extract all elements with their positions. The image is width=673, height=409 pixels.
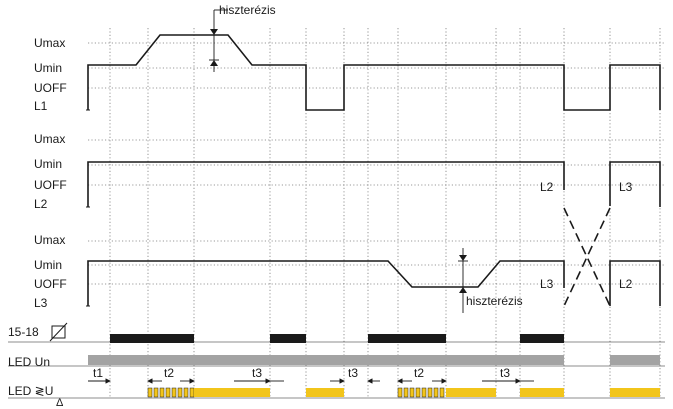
- phase-swap-cross: [563, 207, 611, 307]
- relay-bar: [520, 334, 564, 343]
- led-u-label: LED ≷U: [8, 384, 53, 398]
- timer-label: t3: [348, 366, 358, 380]
- timer-t3: t3: [330, 366, 380, 384]
- led-un-row: LED Un: [8, 355, 665, 369]
- led-un-bar: [88, 355, 564, 365]
- signal-l1: [87, 34, 661, 111]
- timer-t3: t3: [234, 366, 284, 384]
- hysteresis-label-top: hiszterézis: [219, 3, 276, 17]
- timer-label: t3: [500, 366, 510, 380]
- phase-label-l2: L2: [619, 277, 633, 291]
- led-u-sublabel: Δ: [56, 397, 64, 409]
- led-u-bar: [194, 388, 270, 397]
- phase-label-l2: L2: [540, 180, 554, 194]
- timer-label: t2: [164, 366, 174, 380]
- relay-bar: [110, 334, 194, 343]
- hysteresis-label-bottom: hiszterézis: [466, 294, 523, 308]
- panel-l2: Umax Umin UOFF L2 L2 L3: [34, 132, 665, 211]
- level-label-uoff: UOFF: [34, 277, 67, 291]
- level-label-umin: Umin: [34, 61, 62, 75]
- level-label-umin: Umin: [34, 258, 62, 272]
- phase-label-l3: L3: [619, 180, 633, 194]
- level-label-umin: Umin: [34, 157, 62, 171]
- relay-bar: [368, 334, 446, 343]
- led-u-flashing: [397, 387, 445, 398]
- arrow-up-icon: [459, 287, 467, 293]
- level-label-umax: Umax: [34, 36, 65, 50]
- relay-coil-icon: [49, 322, 68, 342]
- led-u-bar: [306, 388, 344, 397]
- timer-t3: t3: [482, 366, 534, 384]
- level-label-umax: Umax: [34, 132, 65, 146]
- relay-bar: [270, 334, 306, 343]
- led-u-bar: [446, 388, 496, 397]
- signal-l3: [87, 260, 565, 306]
- timer-t2: t2: [147, 366, 195, 384]
- timer-t2: t2: [397, 366, 447, 384]
- relay-label: 15-18: [8, 325, 39, 339]
- phase-label-l3: L3: [540, 277, 554, 291]
- level-label-umax: Umax: [34, 233, 65, 247]
- arrow-down-icon: [210, 29, 218, 35]
- led-un-bar: [610, 355, 660, 365]
- panel-l3: Umax Umin UOFF L3 L3 L2 hiszterézis: [34, 233, 665, 313]
- level-label-uoff: UOFF: [34, 178, 67, 192]
- signal-l2: [87, 161, 565, 207]
- timer-label: t3: [252, 366, 262, 380]
- led-u-bar: [610, 388, 660, 397]
- led-u-flashing: [147, 387, 195, 398]
- panel-l1: Umax Umin UOFF L1 hiszterézis: [34, 3, 665, 113]
- led-u-bar: [520, 388, 564, 397]
- level-label-phase: L1: [34, 99, 48, 113]
- led-u-row: LED ≷U Δ: [8, 366, 665, 409]
- level-label-uoff: UOFF: [34, 81, 67, 95]
- level-label-phase: L3: [34, 296, 48, 310]
- level-label-phase: L2: [34, 197, 48, 211]
- timer-label: t2: [414, 366, 424, 380]
- timer-t1: t1: [88, 366, 111, 384]
- arrow-down-icon: [459, 255, 467, 261]
- relay-row: 15-18: [8, 322, 665, 343]
- timer-label: t1: [93, 366, 103, 380]
- panel-baselines: [86, 109, 90, 307]
- led-un-label: LED Un: [8, 355, 50, 369]
- arrow-up-icon: [210, 60, 218, 66]
